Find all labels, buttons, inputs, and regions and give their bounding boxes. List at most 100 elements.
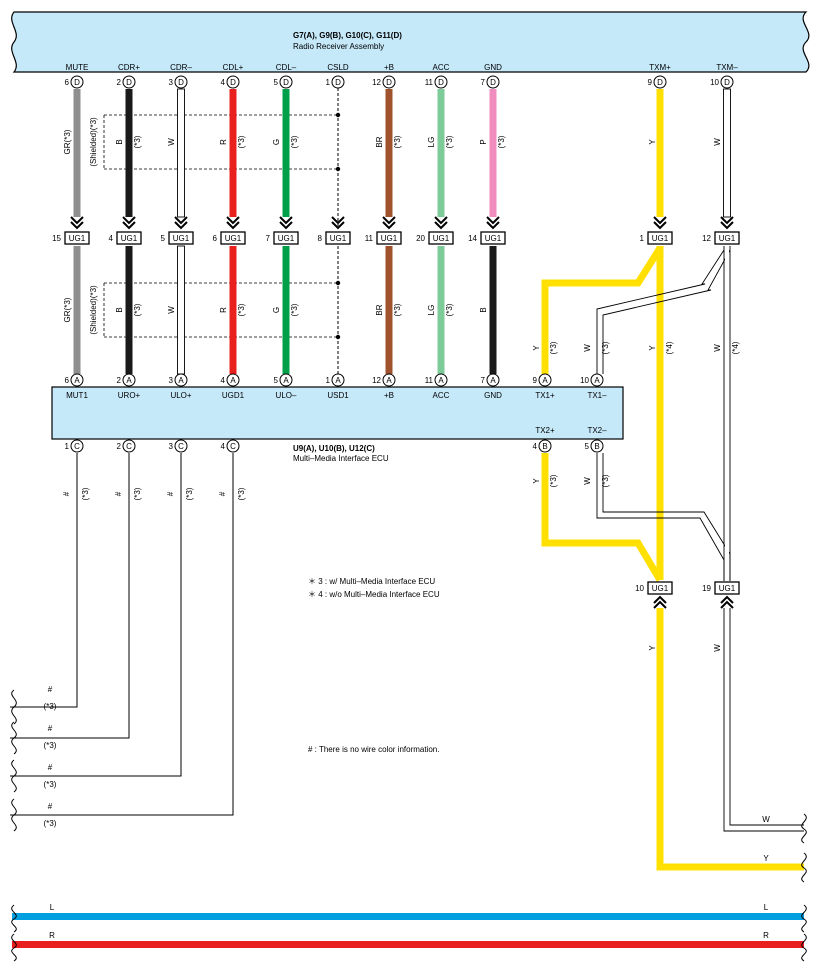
- ug1-label: UG1: [278, 234, 295, 243]
- ug1-connector: [376, 231, 402, 245]
- ecu-pin-label: +B: [384, 391, 394, 400]
- ug1-connector: [714, 581, 740, 595]
- connector-chevron: [486, 216, 500, 230]
- pin-number: 4: [221, 376, 226, 385]
- wire-white: [723, 88, 731, 218]
- wire-note-label: (*3): [133, 487, 142, 500]
- pin-letter: D: [490, 78, 496, 87]
- pin-letter: C: [74, 442, 80, 451]
- connector-chevron: [279, 216, 293, 230]
- connector-chevron: [434, 216, 448, 230]
- c-pin-wires: [10, 453, 234, 816]
- pin-letter: D: [283, 78, 289, 87]
- ecu-pin-label: ULO+: [170, 391, 191, 400]
- ug1-connector: [273, 231, 299, 245]
- ecu-pin-label: TX2–: [587, 426, 607, 435]
- ecu-code: U9(A), U10(B), U12(C): [293, 444, 375, 453]
- pin-number: 1: [326, 78, 331, 87]
- right-break-markers: [801, 813, 807, 883]
- pin-letter: D: [438, 78, 444, 87]
- pin-number: 10: [580, 376, 589, 385]
- wire-white-fill: [725, 246, 729, 581]
- wire-lightgreen: [437, 89, 445, 217]
- pin-letter: D: [126, 78, 132, 87]
- ref-hash: #: [48, 724, 53, 733]
- ug1-pin-number: 11: [365, 234, 374, 243]
- wire-label-tx1: (*3): [601, 341, 610, 354]
- ug1-connector: [116, 231, 142, 245]
- pin-letter: A: [386, 376, 392, 385]
- ref-note: (*3): [44, 702, 57, 711]
- wire-hash-label: #: [114, 491, 123, 496]
- ug1-label: UG1: [173, 234, 190, 243]
- pin-number: 4: [221, 442, 226, 451]
- ug1-label: UG1: [652, 234, 669, 243]
- wire-white-tx-loop: [596, 246, 804, 832]
- radio-pin-label: ACC: [433, 63, 450, 72]
- radio-pin-label: MUTE: [66, 63, 89, 72]
- note-wo-ecu: ＊ 4 : w/o Multi–Media Interface ECU: [308, 590, 440, 599]
- pin-number: 4: [533, 442, 538, 451]
- wires-lower: [73, 245, 497, 375]
- pin-circle: [174, 439, 188, 453]
- wire-label-tx1: (*3): [549, 341, 558, 354]
- note-hash: # : There is no wire color information.: [308, 745, 439, 754]
- radio-receiver-box: [11, 11, 810, 73]
- wire-green: [282, 89, 290, 217]
- ug1-label: UG1: [225, 234, 242, 243]
- wire-note-label: (*3): [290, 135, 299, 148]
- ecu-name: Multi–Media Interface ECU: [293, 454, 389, 463]
- wire-note-label: (*3): [393, 135, 402, 148]
- ug1-pin-number: 4: [109, 234, 114, 243]
- wire-note-label: (*3): [393, 303, 402, 316]
- pin-letter: A: [490, 376, 496, 385]
- pin-circle: [434, 373, 448, 387]
- pin-letter: A: [178, 376, 184, 385]
- shield-junction: [335, 166, 341, 172]
- ref-hash: #: [48, 802, 53, 811]
- connector-chevron: [720, 595, 734, 609]
- pin-circle: [70, 373, 84, 387]
- ug1-connector: [220, 231, 246, 245]
- pin-number: 2: [117, 376, 122, 385]
- connector-chevron: [653, 216, 667, 230]
- connector-chevron: [653, 595, 667, 609]
- wire-note-label: (*3): [133, 303, 142, 316]
- pin-circle: [70, 75, 84, 89]
- wire-hash-label: #: [62, 491, 71, 496]
- pin-letter: D: [178, 78, 184, 87]
- wire-green: [282, 246, 290, 374]
- ug1-pin-number: 8: [318, 234, 323, 243]
- wire-label-tx2: (*3): [601, 474, 610, 487]
- wire-color-label: BR: [375, 304, 384, 315]
- ug1-pin-number: 5: [161, 234, 166, 243]
- wire-brown: [385, 246, 393, 374]
- wire-color-label: LG: [427, 305, 436, 316]
- wire-black: [125, 246, 133, 374]
- pin-letter: D: [230, 78, 236, 87]
- pin-number: 10: [710, 78, 719, 87]
- ug1-label: UG1: [433, 234, 450, 243]
- shield-junction: [335, 334, 341, 340]
- pin-number: 11: [425, 376, 434, 385]
- wire-note-label: (*3): [290, 303, 299, 316]
- wire-color-label: R: [219, 139, 228, 145]
- pin-letter: D: [386, 78, 392, 87]
- ecu-pin-label: ACC: [433, 391, 450, 400]
- wire-color-label: G: [272, 307, 281, 313]
- pin-number: 1: [326, 376, 331, 385]
- wire-color-label: B: [479, 307, 488, 312]
- pin-circle: [279, 373, 293, 387]
- pin-number: 1: [65, 442, 70, 451]
- pin-number: 12: [372, 376, 381, 385]
- ref-note: (*3): [44, 780, 57, 789]
- pin-letter: D: [74, 78, 80, 87]
- ug1-connector: [428, 231, 454, 245]
- pin-letter: A: [230, 376, 236, 385]
- pin-letter: A: [594, 376, 600, 385]
- wire-white: [177, 88, 185, 218]
- connector-chevron: [331, 216, 345, 230]
- connector-chevron: [174, 216, 188, 230]
- wire-pink: [489, 89, 497, 217]
- radio-pin-label: +B: [384, 63, 394, 72]
